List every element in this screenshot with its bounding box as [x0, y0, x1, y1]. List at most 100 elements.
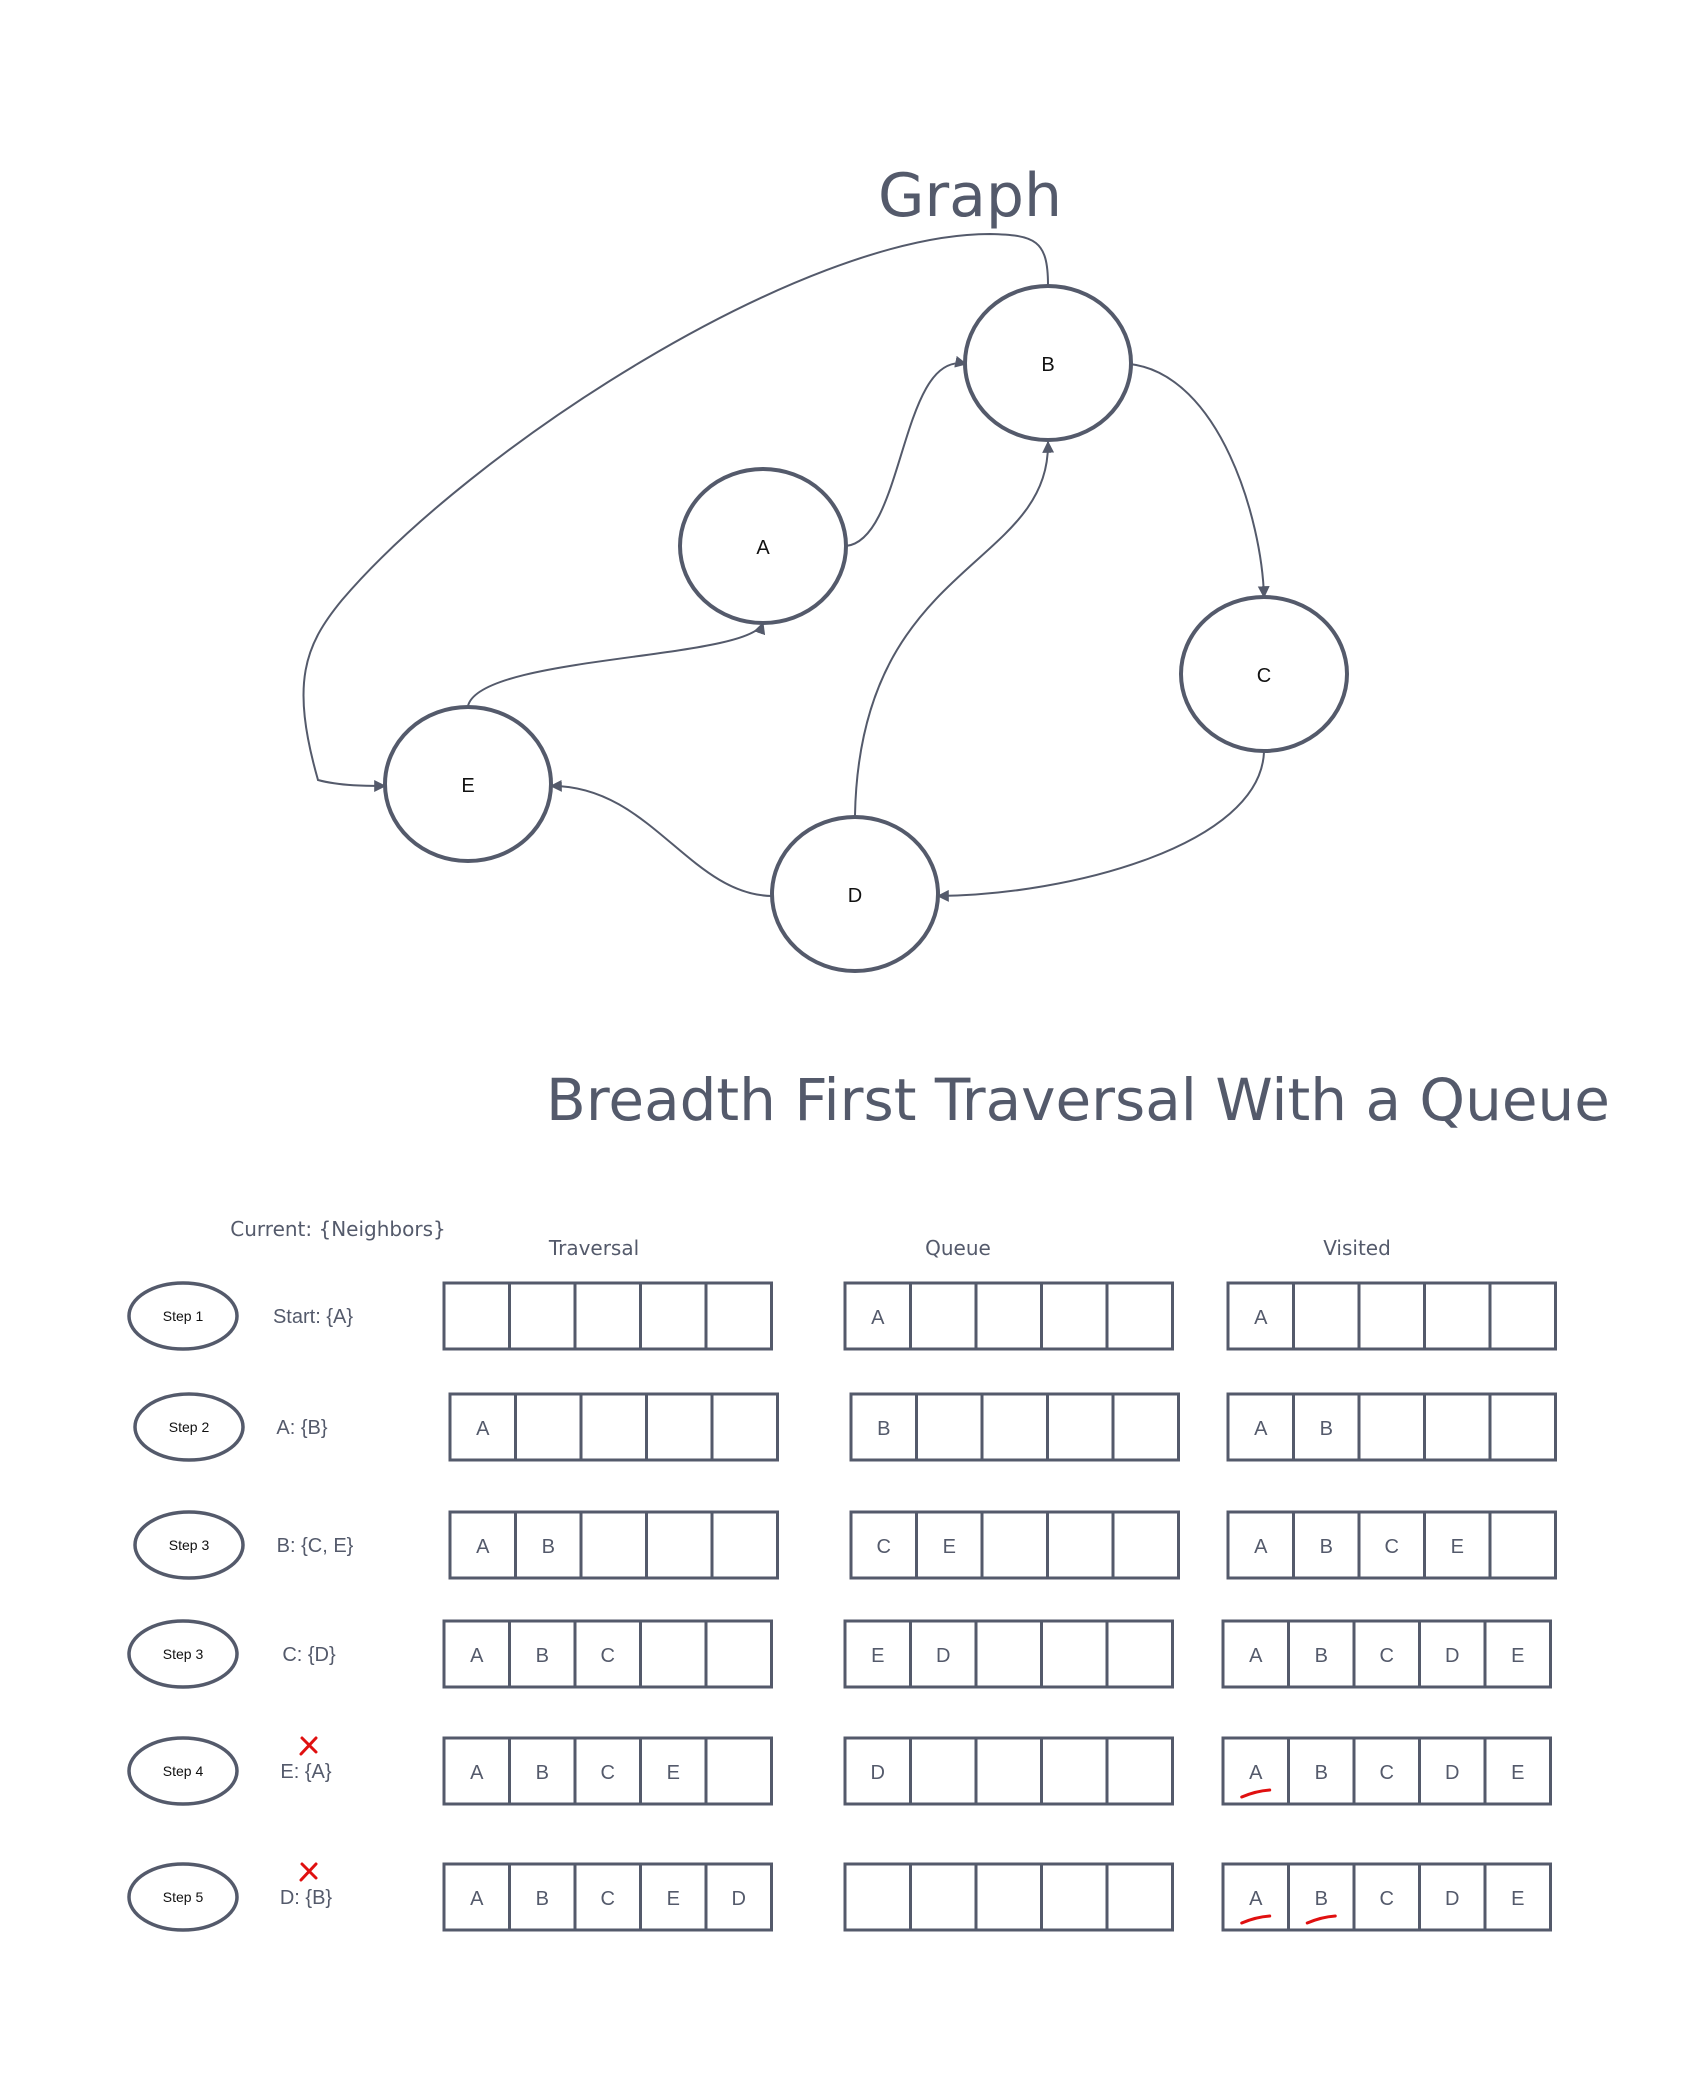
- traversal-cell: [645, 1392, 714, 1462]
- node-e[interactable]: E: [383, 705, 553, 863]
- queue-cell: [1040, 1281, 1109, 1351]
- visited-cell: E: [1483, 1619, 1552, 1689]
- visited-cell: A: [1226, 1510, 1295, 1580]
- step-label: Step 3: [163, 1646, 204, 1662]
- edge-e-a: [467, 621, 766, 707]
- traversal-cell: A: [448, 1392, 517, 1462]
- step-badge: Step 4: [127, 1736, 239, 1806]
- edge-c-d: [936, 751, 1265, 902]
- step-label: Step 2: [169, 1419, 210, 1435]
- queue-array: D: [843, 1736, 1174, 1806]
- traversal-cell-value: B: [536, 1888, 549, 1910]
- visited-cell: B: [1287, 1862, 1356, 1932]
- step-row: Step 1 Start: {A} A A: [127, 1281, 1557, 1351]
- visited-cell: A: [1221, 1862, 1290, 1932]
- visited-cell: B: [1292, 1392, 1361, 1462]
- visited-cell-value: B: [1315, 1645, 1328, 1667]
- traversal-cell: B: [508, 1736, 577, 1806]
- traversal-cell: C: [573, 1862, 642, 1932]
- traversal-header: Traversal: [548, 1236, 639, 1260]
- visited-cell: [1423, 1392, 1492, 1462]
- visited-cell: [1357, 1281, 1426, 1351]
- traversal-cell: D: [704, 1862, 773, 1932]
- queue-cell: [909, 1281, 978, 1351]
- visited-cell: A: [1226, 1281, 1295, 1351]
- section-title: Breadth First Traversal With a Queue: [546, 1066, 1610, 1134]
- traversal-cell: A: [442, 1736, 511, 1806]
- queue-cell: [974, 1862, 1043, 1932]
- step-label: Step 1: [163, 1308, 204, 1324]
- queue-cell: [980, 1392, 1049, 1462]
- current-header: Current: {Neighbors}: [230, 1217, 445, 1241]
- step-badge: Step 2: [133, 1392, 245, 1462]
- traversal-cell: B: [508, 1619, 577, 1689]
- queue-cell: [974, 1281, 1043, 1351]
- current-neighbors: Start: {A}: [273, 1306, 353, 1328]
- step-badge: Step 3: [133, 1510, 245, 1580]
- queue-cell: [1111, 1392, 1180, 1462]
- traversal-cell: A: [448, 1510, 517, 1580]
- traversal-cell: C: [573, 1619, 642, 1689]
- traversal-cell: [442, 1281, 511, 1351]
- visited-cell-value: B: [1320, 1418, 1333, 1440]
- visited-cell: B: [1292, 1510, 1361, 1580]
- queue-cell: D: [909, 1619, 978, 1689]
- traversal-cell: [704, 1736, 773, 1806]
- queue-cell: [1046, 1392, 1115, 1462]
- visited-cell-value: A: [1249, 1888, 1263, 1910]
- current-neighbors: E: {A}: [280, 1761, 331, 1783]
- queue-array: B: [849, 1392, 1180, 1462]
- current-neighbors: C: {D}: [282, 1644, 336, 1666]
- traversal-cell-value: B: [536, 1762, 549, 1784]
- visited-cell-value: D: [1445, 1645, 1459, 1667]
- underline-mark: [1305, 1914, 1337, 1925]
- node-c[interactable]: C: [1179, 595, 1349, 753]
- graph-edges: [302, 232, 1270, 902]
- graph-nodes: A B C D E: [383, 284, 1349, 973]
- queue-cell-value: D: [871, 1762, 885, 1784]
- visited-cell-value: C: [1380, 1762, 1394, 1784]
- queue-cell: C: [849, 1510, 918, 1580]
- step-label: Step 5: [163, 1889, 204, 1905]
- traversal-cell: A: [442, 1862, 511, 1932]
- visited-cell-value: A: [1254, 1536, 1268, 1558]
- queue-cell: [1105, 1619, 1174, 1689]
- underline-mark: [1240, 1914, 1272, 1925]
- traversal-cell-value: E: [667, 1888, 680, 1910]
- visited-cell-value: D: [1445, 1762, 1459, 1784]
- queue-cell-value: A: [871, 1307, 885, 1329]
- traversal-cell: [704, 1281, 773, 1351]
- traversal-cell-value: C: [601, 1645, 615, 1667]
- step-label: Step 3: [169, 1537, 210, 1553]
- node-b[interactable]: B: [963, 284, 1133, 442]
- visited-array: A: [1226, 1281, 1557, 1351]
- visited-cell: [1488, 1281, 1557, 1351]
- node-d[interactable]: D: [770, 815, 940, 973]
- traversal-cell-value: B: [542, 1536, 555, 1558]
- node-a[interactable]: A: [678, 467, 848, 625]
- visited-cell: D: [1418, 1736, 1487, 1806]
- queue-cell: [909, 1736, 978, 1806]
- traversal-cell-value: C: [601, 1888, 615, 1910]
- visited-cell: C: [1352, 1619, 1421, 1689]
- queue-cell-value: D: [936, 1645, 950, 1667]
- queue-cell: [980, 1510, 1049, 1580]
- current-neighbors: B: {C, E}: [277, 1535, 354, 1557]
- node-d-label: D: [848, 885, 862, 907]
- queue-cell: D: [843, 1736, 912, 1806]
- traversal-cell-value: E: [667, 1762, 680, 1784]
- edge-b-c: [1129, 363, 1270, 599]
- visited-cell-value: A: [1254, 1307, 1268, 1329]
- visited-cell: [1488, 1392, 1557, 1462]
- graph-title: Graph: [878, 161, 1062, 231]
- current-neighbors: D: {B}: [280, 1887, 333, 1909]
- queue-cell: [1111, 1510, 1180, 1580]
